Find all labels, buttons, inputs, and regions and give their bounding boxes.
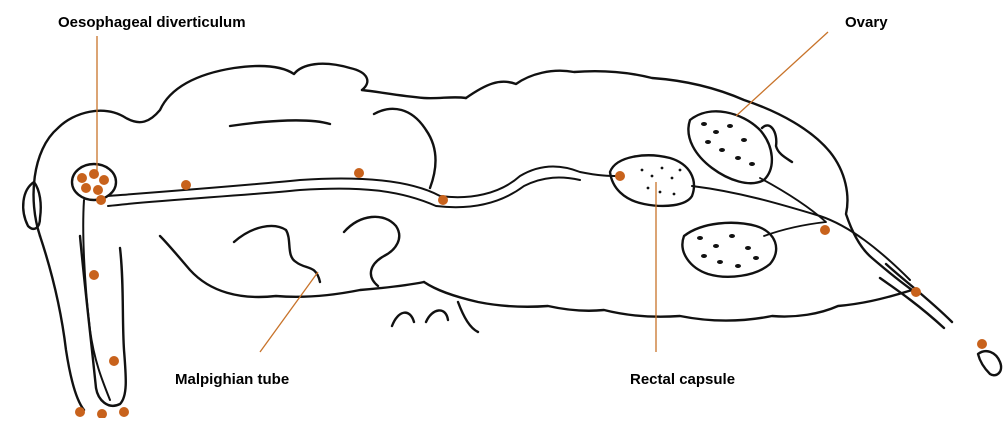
leader-lines [97, 32, 828, 352]
ovary-upper-outline [688, 111, 771, 183]
marker-gut-3 [438, 195, 448, 205]
marker-diverticulum-6 [96, 195, 106, 205]
marker-proboscis-tip-2 [97, 409, 107, 418]
leg-stub-2 [426, 310, 448, 322]
rectal-capsule-outline [610, 155, 694, 206]
label-rectal-capsule: Rectal capsule [630, 371, 735, 389]
leader-line-ovary [736, 32, 828, 116]
marker-gut-2 [354, 168, 364, 178]
marker-gut-1 [181, 180, 191, 190]
leader-line-malpighian-tube [260, 272, 318, 352]
marker-diverticulum-5 [93, 185, 103, 195]
oviduct [760, 178, 826, 236]
marker-diverticulum-1 [77, 173, 87, 183]
marker-diverticulum-4 [81, 183, 91, 193]
leg-stub-1 [392, 313, 414, 326]
marker-diverticulum-3 [99, 175, 109, 185]
body-outline-thorax-bottom [160, 236, 424, 297]
marker-diverticulum-2 [89, 169, 99, 179]
rectal-capsule-texture [641, 167, 682, 196]
head-front [40, 236, 84, 410]
body-outline-thorax-top [362, 90, 466, 98]
label-malpighian-tube: Malpighian tube [175, 371, 289, 389]
malpighian-tube-loop-2 [344, 217, 399, 286]
malpighian-tube-loop-1 [234, 226, 320, 282]
marker-oesophagus [89, 270, 99, 280]
marker-proboscis-tip-3 [119, 407, 129, 417]
label-ovary: Ovary [845, 14, 888, 32]
cercus [978, 351, 1001, 375]
ovary-lower-outline [682, 223, 776, 277]
marker-proboscis-tip-1 [75, 407, 85, 417]
oesophagus [83, 200, 110, 400]
hindgut [692, 186, 910, 280]
digestive-tract-lower [108, 178, 580, 208]
body-outline-abdomen [466, 71, 912, 290]
marker-abdomen-tip [911, 287, 921, 297]
marker-cercus [977, 339, 987, 349]
leg-stub-3 [458, 302, 478, 332]
body-outline-ventral [424, 282, 912, 321]
antenna-left [23, 182, 41, 229]
ovary-texture [697, 122, 759, 268]
body-outline-thorax-lobe [230, 120, 330, 126]
gut-loop-upper [374, 109, 436, 188]
marker-rectal-capsule [615, 171, 625, 181]
marker-proboscis [109, 356, 119, 366]
label-oesophageal-diverticulum: Oesophageal diverticulum [58, 14, 246, 32]
marker-oviduct [820, 225, 830, 235]
ovary-process [762, 125, 792, 162]
